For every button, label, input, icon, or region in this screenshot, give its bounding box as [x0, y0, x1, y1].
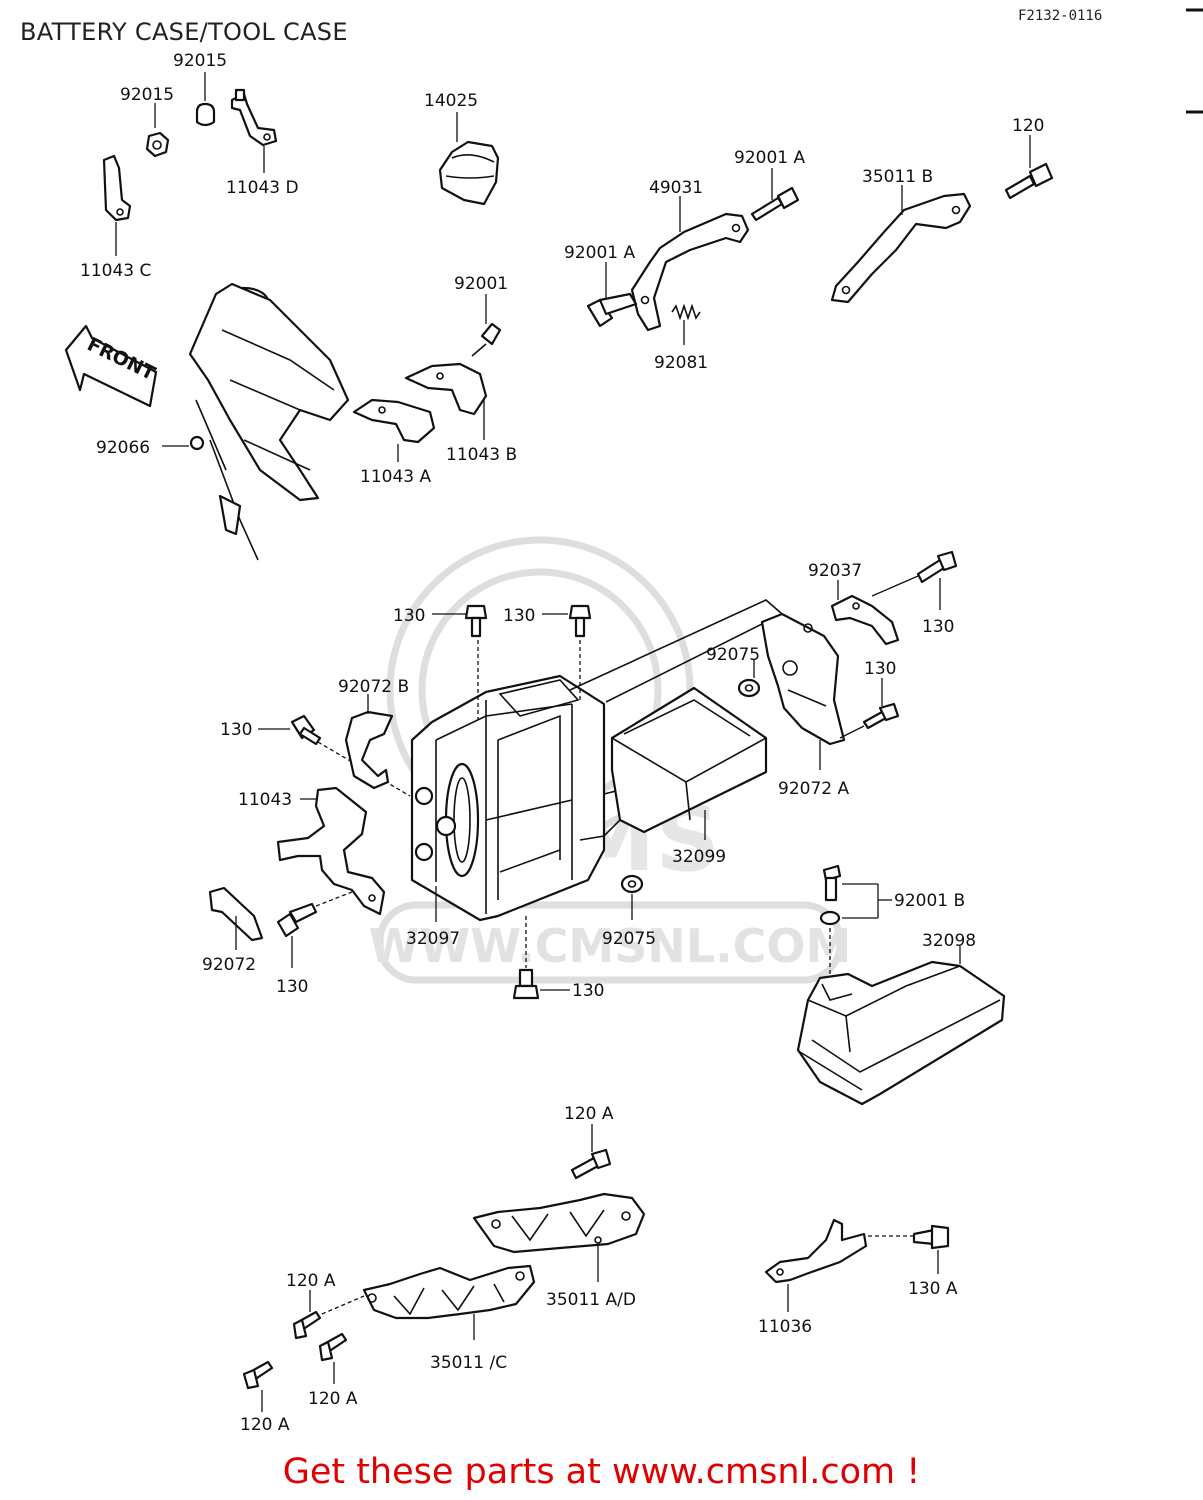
- part-120a-bolt-top[interactable]: [570, 1148, 612, 1180]
- part-130-bolt-left[interactable]: [290, 714, 322, 746]
- part-120a-bolt-mid-right[interactable]: [318, 1332, 348, 1362]
- label-35011c: 35011 /C: [430, 1353, 507, 1373]
- label-11043: 11043: [238, 790, 292, 810]
- label-130: 130: [220, 720, 252, 740]
- label-11043b: 11043 B: [446, 445, 517, 465]
- page-title: BATTERY CASE/TOOL CASE: [20, 18, 348, 46]
- label-130: 130: [276, 977, 308, 997]
- label-14025: 14025: [424, 91, 478, 111]
- part-35011c-bracket[interactable]: [362, 1264, 536, 1320]
- part-120-bolt[interactable]: [1004, 162, 1054, 200]
- part-92075-washer[interactable]: [737, 678, 761, 698]
- label-92072b: 92072 B: [338, 677, 409, 697]
- part-11043c-bracket[interactable]: [102, 154, 132, 222]
- label-130: 130: [922, 617, 954, 637]
- label-11036: 11036: [758, 1317, 812, 1337]
- part-120a-bolt-bottom[interactable]: [242, 1360, 274, 1390]
- part-92001b-bolt-washer[interactable]: [819, 864, 842, 926]
- part-92075-washer[interactable]: [620, 874, 644, 894]
- label-92001a: 92001 A: [734, 148, 805, 168]
- label-11043c: 11043 C: [80, 261, 151, 281]
- label-120a: 120 A: [240, 1415, 290, 1435]
- part-32099-tray[interactable]: [610, 686, 768, 834]
- label-32098: 32098: [922, 931, 976, 951]
- label-92066: 92066: [96, 438, 150, 458]
- part-92037-bracket[interactable]: [830, 594, 900, 646]
- label-92015: 92015: [173, 51, 227, 71]
- part-35011ad-bracket[interactable]: [472, 1192, 646, 1254]
- part-130-bolt-lower-left[interactable]: [276, 902, 318, 938]
- label-92072: 92072: [202, 955, 256, 975]
- part-92001a-bolt-left[interactable]: [586, 292, 638, 328]
- label-130a: 130 A: [908, 1279, 958, 1299]
- label-35011ad: 35011 A/D: [546, 1290, 636, 1310]
- part-92072b-strap[interactable]: [344, 710, 394, 790]
- part-32098-tool-case[interactable]: [796, 960, 1006, 1106]
- label-35011b: 35011 B: [862, 167, 933, 187]
- part-92072-clip[interactable]: [208, 886, 264, 942]
- part-92072a-bracket[interactable]: [760, 612, 846, 746]
- part-130-bolt-right-lower[interactable]: [862, 702, 900, 730]
- part-130-bolt-top-left[interactable]: [464, 604, 488, 638]
- label-32099: 32099: [672, 847, 726, 867]
- frame-section: [188, 282, 350, 561]
- battery-strap-rod: [569, 599, 784, 703]
- diagram-reference-code: F2132-0116: [1018, 8, 1103, 24]
- label-92072a: 92072 A: [778, 779, 849, 799]
- part-92015-cap-nut[interactable]: [195, 102, 216, 127]
- label-92075: 92075: [602, 929, 656, 949]
- label-92015: 92015: [120, 85, 174, 105]
- label-11043a: 11043 A: [360, 467, 431, 487]
- label-11043d: 11043 D: [226, 178, 299, 198]
- part-130a-bolt[interactable]: [912, 1224, 950, 1250]
- parts-footer-link[interactable]: Get these parts at www.cmsnl.com !: [282, 1452, 921, 1492]
- part-11036-bracket[interactable]: [764, 1218, 868, 1284]
- part-92001-bolt[interactable]: [471, 322, 502, 357]
- label-130: 130: [503, 606, 535, 626]
- label-92075: 92075: [706, 645, 760, 665]
- part-120a-bolt-mid-left[interactable]: [292, 1310, 322, 1340]
- part-11043d-bracket[interactable]: [230, 88, 278, 147]
- label-130: 130: [864, 659, 896, 679]
- part-35011b-bracket[interactable]: [830, 192, 972, 304]
- label-120a: 120 A: [286, 1271, 336, 1291]
- watermark-url: WWW.CMSNL.COM: [369, 919, 852, 973]
- label-92081: 92081: [654, 353, 708, 373]
- part-32097-battery-case[interactable]: [410, 674, 621, 922]
- part-49031-stay[interactable]: [630, 212, 750, 332]
- label-130: 130: [572, 981, 604, 1001]
- part-11043-bracket[interactable]: [276, 786, 386, 916]
- part-130-bolt-top-right[interactable]: [568, 604, 592, 638]
- part-92081-spring[interactable]: [671, 303, 701, 321]
- label-120a: 120 A: [308, 1389, 358, 1409]
- part-11043b-bracket[interactable]: [404, 362, 488, 416]
- front-direction-arrow: FRONT: [64, 324, 159, 408]
- label-120a: 120 A: [564, 1104, 614, 1124]
- part-92001a-bolt-top[interactable]: [750, 186, 800, 222]
- label-92037: 92037: [808, 561, 862, 581]
- part-14025-clip[interactable]: [438, 140, 500, 206]
- part-11043a-bracket[interactable]: [352, 398, 436, 444]
- label-49031: 49031: [649, 178, 703, 198]
- label-92001a: 92001 A: [564, 243, 635, 263]
- label-130: 130: [393, 606, 425, 626]
- label-92001: 92001: [454, 274, 508, 294]
- part-92015-nut-small[interactable]: [145, 131, 170, 158]
- label-32097: 32097: [406, 929, 460, 949]
- label-120: 120: [1012, 116, 1044, 136]
- part-130-bolt-bottom[interactable]: [512, 968, 540, 1000]
- part-92066-screw[interactable]: [189, 435, 205, 451]
- part-130-bolt-right-upper[interactable]: [916, 550, 958, 584]
- label-92001b: 92001 B: [894, 891, 965, 911]
